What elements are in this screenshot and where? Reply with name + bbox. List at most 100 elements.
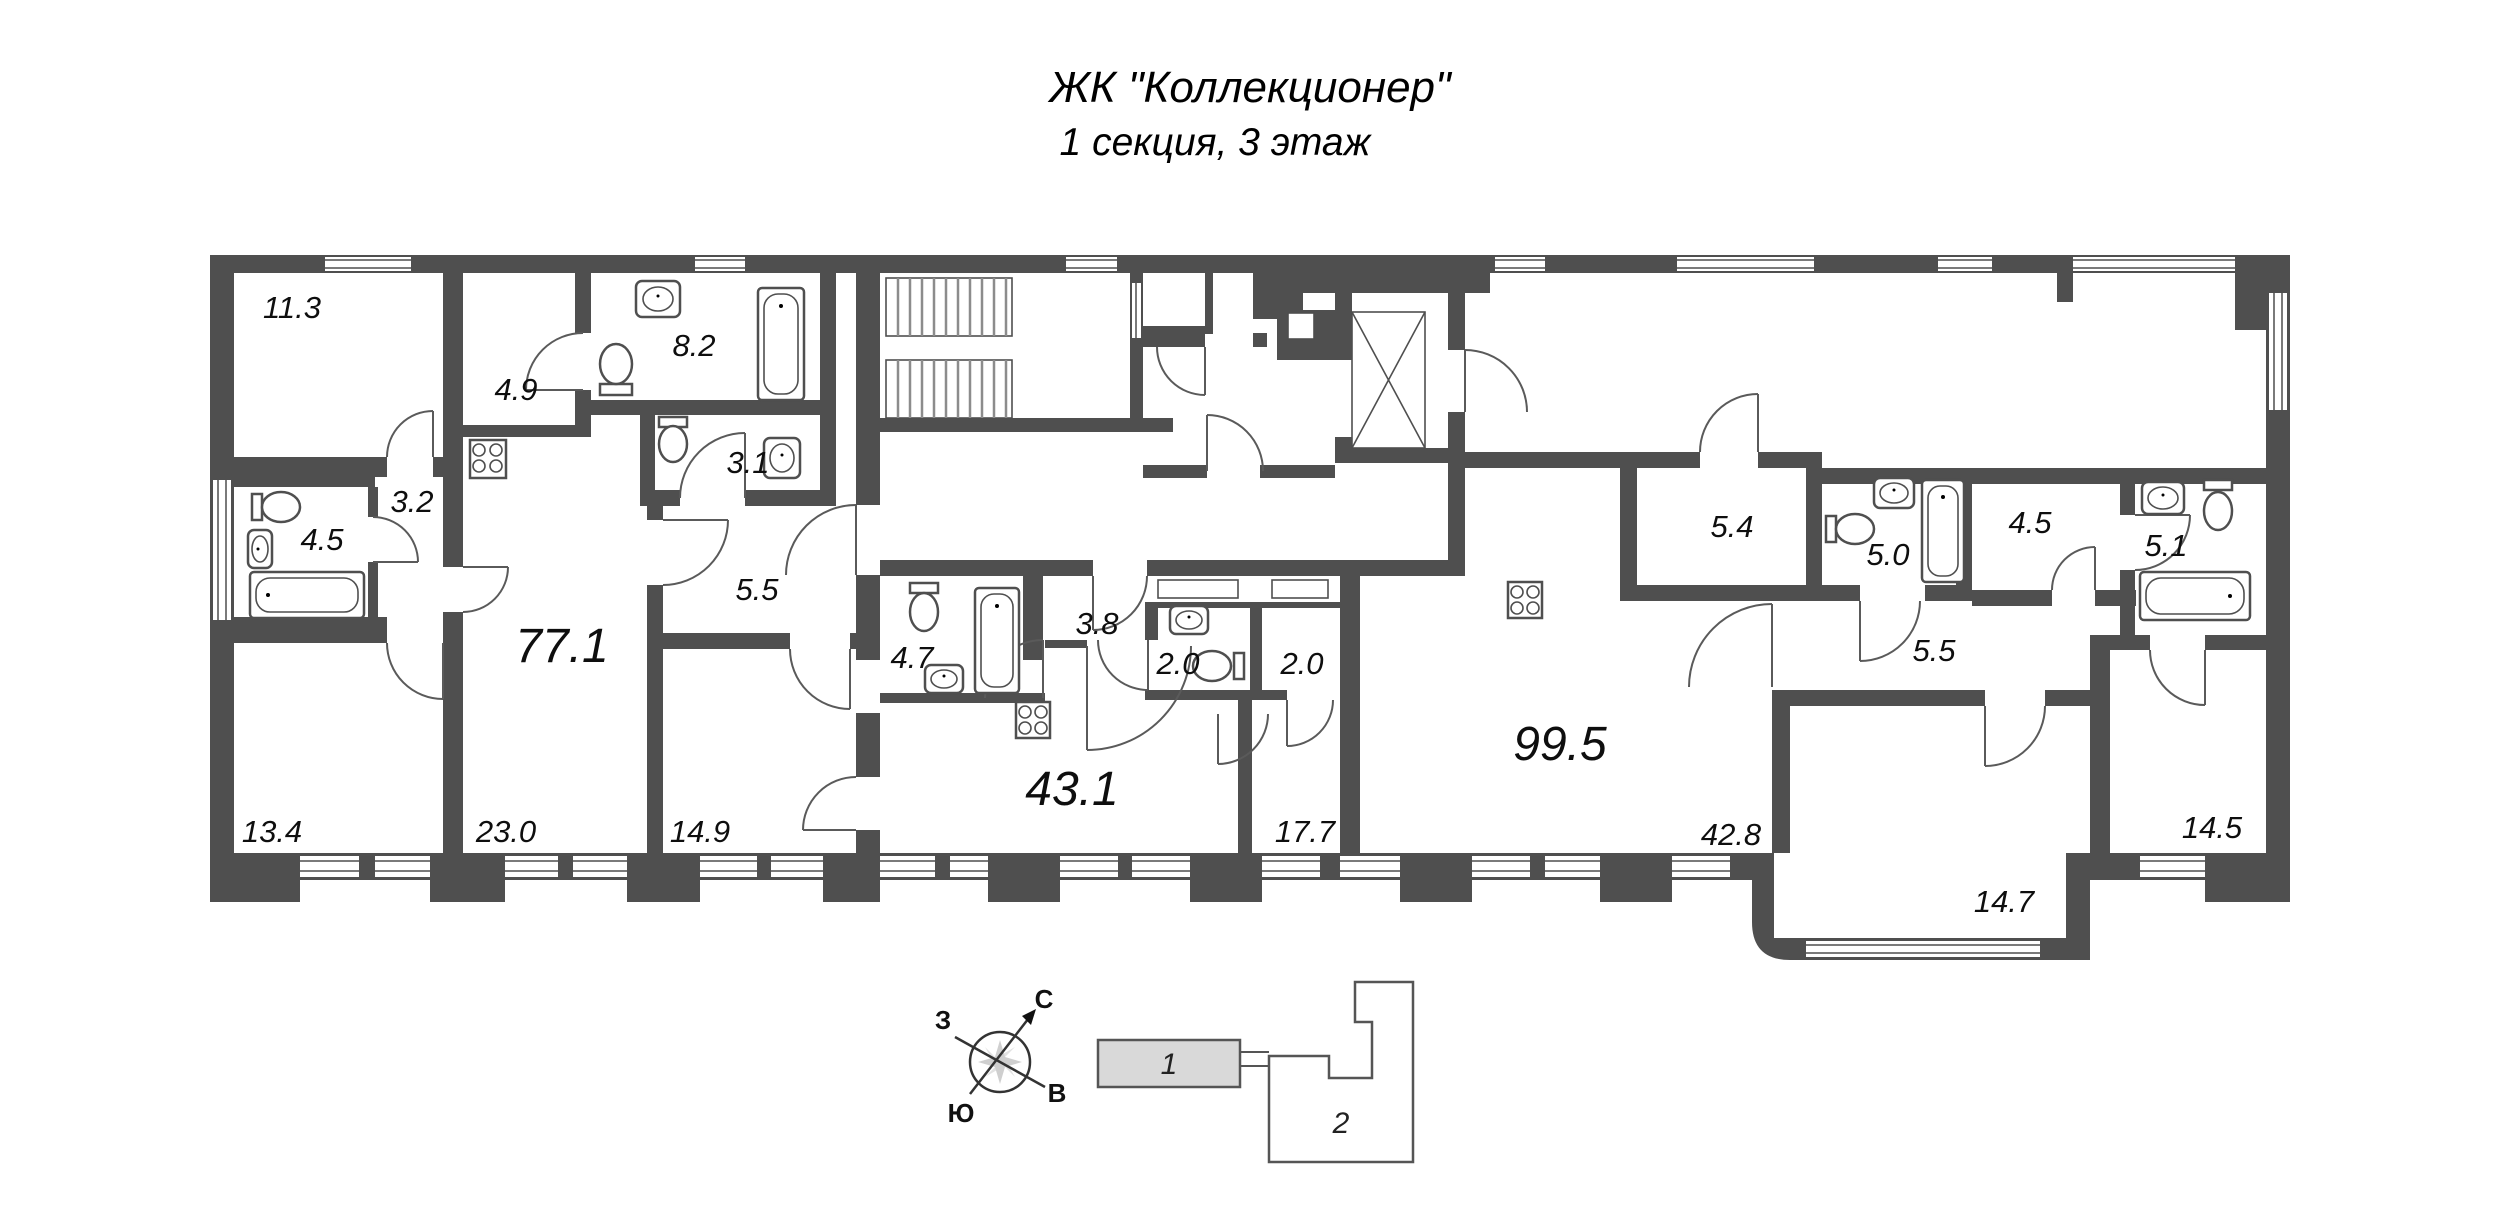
room-label-14-7: 14.7	[1974, 884, 2036, 919]
door-elevator-hall	[1206, 414, 1264, 472]
door-corridor-3	[1688, 603, 1773, 688]
sink-icon	[762, 436, 802, 480]
room-label-5-0: 5.0	[1866, 537, 1909, 572]
window-top-4	[1677, 257, 1814, 271]
doors	[372, 332, 2206, 831]
elevator	[1351, 311, 1426, 449]
door-room-4-9	[525, 332, 584, 391]
room-label-4-5a: 4.5	[300, 522, 344, 557]
compass-label-east: В	[1048, 1078, 1067, 1108]
door-bath-4-5	[372, 516, 419, 563]
room-label-4-5b: 4.5	[2008, 505, 2052, 540]
room-label-14-5: 14.5	[2182, 810, 2243, 845]
door-stairwell	[1156, 346, 1206, 396]
stair-core-walls	[880, 273, 1490, 576]
room-label-42-8: 42.8	[1701, 817, 1762, 852]
door-corridor-1	[662, 519, 729, 586]
room-label-8-2: 8.2	[672, 328, 715, 363]
compass-rose: С Ю З В	[935, 984, 1067, 1128]
window-top-1	[325, 257, 411, 271]
compass-axis-west-east	[954, 1035, 1046, 1089]
room-label-99-5: 99.5	[1513, 718, 1607, 771]
compass-north-arrow-icon	[1022, 1009, 1036, 1025]
room-label-43-1: 43.1	[1025, 763, 1118, 816]
room-labels: 11.3 4.9 8.2 3.1 3.2 4.5 77.1 23.0 13.4 …	[242, 290, 2243, 919]
room-label-4-7: 4.7	[890, 640, 935, 675]
sink-icon	[634, 279, 682, 319]
door-living-43-1	[1086, 645, 1192, 751]
bathtub-icon	[1920, 478, 1966, 584]
key-plan-label-2: 2	[1332, 1107, 1350, 1140]
toilet-icon	[1824, 512, 1876, 546]
compass-label-south: Ю	[948, 1098, 975, 1128]
stove-icon	[468, 438, 508, 480]
door-room-5-4	[1699, 393, 1759, 453]
key-plan-section-1-shape	[1096, 1038, 1242, 1089]
door-kitchen-1	[462, 566, 509, 613]
door-room-5-0	[1859, 600, 1921, 662]
window-right	[2269, 293, 2287, 410]
room-label-14-9: 14.9	[670, 814, 730, 849]
window-bay	[1806, 941, 2040, 957]
key-plan-section-2-shape	[1267, 980, 1415, 1164]
room-label-5-5a: 5.5	[735, 572, 779, 607]
bathtub-icon	[248, 570, 366, 620]
compass-axis-south-north	[969, 1013, 1033, 1095]
stove-icon	[1014, 700, 1052, 740]
window-left	[213, 480, 231, 620]
door-room-17-7	[1217, 713, 1269, 765]
window-top-stairwell	[1066, 257, 1117, 271]
room-label-4-9: 4.9	[494, 372, 537, 407]
door-room-4-5b	[2051, 546, 2096, 591]
page-title: ЖК "Коллекционер"	[1047, 63, 1453, 112]
page-subtitle: 1 секция, 3 этаж	[1060, 121, 1373, 164]
room-label-3-8: 3.8	[1075, 606, 1119, 641]
windows-bottom	[300, 856, 2205, 877]
door-room-14-9-a	[789, 648, 851, 710]
window-top-3	[1495, 257, 1545, 271]
key-plan-label-1: 1	[1161, 1048, 1178, 1081]
sink-icon	[246, 528, 274, 570]
door-bay-room	[1984, 705, 2046, 767]
stove-icon	[1506, 580, 1544, 620]
interior-walls-apartment-1	[210, 273, 880, 853]
door-wc-2-0-b	[1286, 699, 1334, 747]
window-top-loggia	[2073, 257, 2235, 271]
sink-icon	[1872, 476, 1916, 510]
staircase	[885, 277, 1013, 419]
sink-icon	[923, 663, 965, 695]
door-room-13-4	[386, 642, 444, 700]
toilet-icon	[598, 342, 634, 397]
room-label-17-7: 17.7	[1275, 814, 1337, 849]
door-room-14-5	[2149, 649, 2206, 706]
room-label-2-0a: 2.0	[1155, 646, 1199, 681]
room-label-11-3: 11.3	[263, 290, 321, 325]
room-label-5-4: 5.4	[1710, 509, 1753, 544]
door-wc-2-0-a	[1097, 639, 1149, 691]
sink-icon	[1168, 604, 1210, 636]
door-entry-apartment-1	[785, 504, 857, 576]
room-label-77-1: 77.1	[515, 620, 608, 673]
room-label-5-1: 5.1	[2144, 528, 2187, 563]
window-top-5	[1938, 257, 1992, 271]
fixtures	[246, 279, 2252, 740]
room-label-13-4: 13.4	[242, 814, 302, 849]
door-room-11-3	[386, 410, 434, 458]
garbage-chute	[1287, 312, 1315, 340]
toilet-icon	[2202, 478, 2234, 532]
toilet-icon	[250, 490, 302, 524]
room-label-3-1: 3.1	[726, 445, 769, 480]
bathtub-icon	[2138, 570, 2252, 622]
interior-walls-apartment-3	[1465, 452, 2268, 853]
toilet-icon	[657, 415, 689, 464]
compass-label-north: С	[1035, 984, 1054, 1014]
door-entry-apartment-2	[1092, 575, 1148, 631]
room-label-23-0: 23.0	[475, 814, 536, 849]
windows	[213, 257, 2287, 957]
room-label-5-5b: 5.5	[1912, 633, 1956, 668]
bathtub-icon	[756, 286, 806, 402]
room-label-2-0b: 2.0	[1279, 646, 1323, 681]
sink-icon	[2140, 480, 2186, 516]
